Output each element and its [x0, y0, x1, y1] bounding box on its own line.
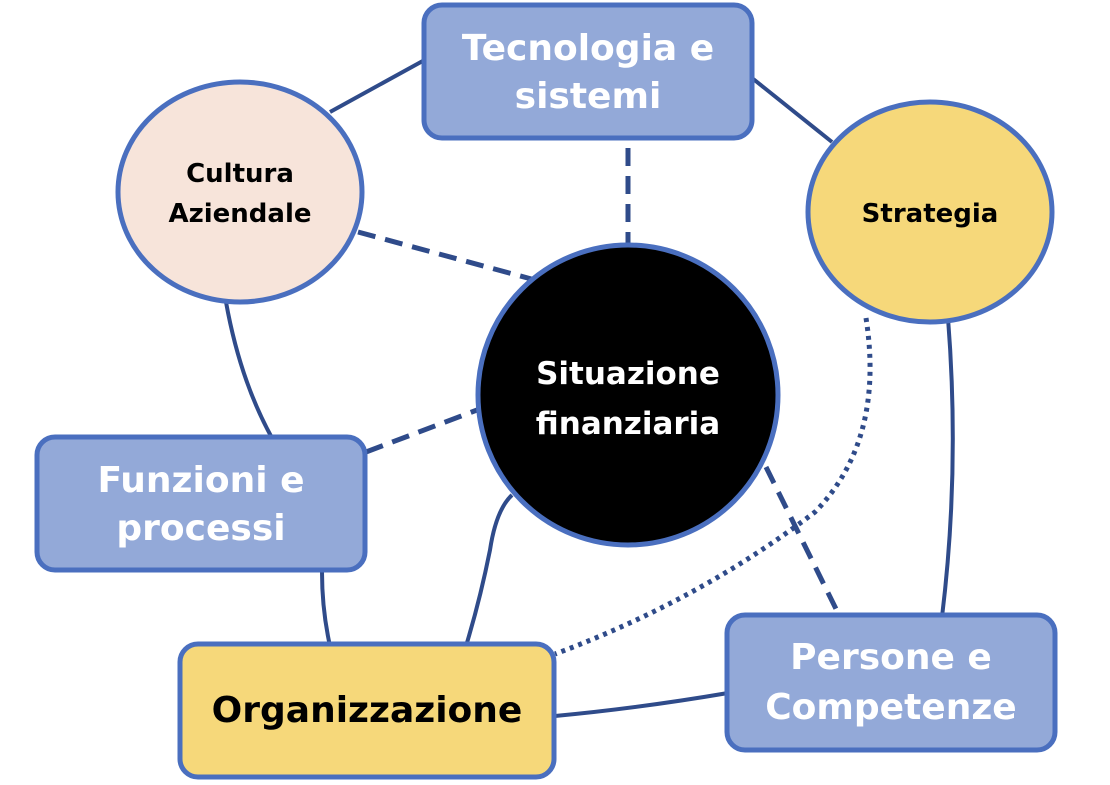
funzioni-label-line2: processi [116, 508, 285, 549]
node-cultura-aziendale: Cultura Aziendale [115, 79, 365, 305]
organizzazione-label: Organizzazione [212, 690, 523, 731]
centro-label-line1: Situazione [536, 356, 720, 392]
node-situazione-finanziaria: Situazione finanziaria [475, 242, 781, 548]
persone-label-line2: Competenze [765, 687, 1016, 728]
node-persone-competenze: Persone e Competenze [724, 612, 1058, 753]
funzioni-label-line1: Funzioni e [98, 460, 305, 501]
link-cultura-funzioni [224, 301, 274, 439]
link-center-funzioni-dashed [365, 404, 486, 455]
centro-label-line2: finanziaria [536, 406, 720, 442]
link-organizzazione-persone [554, 691, 729, 718]
node-strategia: Strategia [805, 99, 1055, 325]
node-funzioni-processi: Funzioni e processi [34, 434, 368, 573]
link-funzioni-organizzazione [320, 571, 332, 647]
strategia-label: Strategia [862, 199, 999, 229]
node-organizzazione: Organizzazione [177, 641, 557, 780]
tecnologia-label-line1: Tecnologia e [462, 28, 714, 69]
connectors [224, 55, 955, 718]
cultura-label-line2: Aziendale [168, 199, 311, 229]
link-center-cultura-dashed [357, 229, 536, 283]
persone-label-line1: Persone e [790, 637, 992, 678]
link-strategia-organizzazione-dotted [554, 317, 873, 657]
link-cultura-tecnologia [329, 55, 431, 114]
link-center-organizzazione [464, 493, 514, 647]
link-tecnologia-strategia [750, 76, 834, 144]
node-tecnologia-sistemi: Tecnologia e sistemi [421, 2, 755, 141]
tecnologia-label-line2: sistemi [515, 76, 662, 117]
link-strategia-persone [940, 317, 955, 618]
cultura-label-line1: Cultura [186, 159, 294, 189]
